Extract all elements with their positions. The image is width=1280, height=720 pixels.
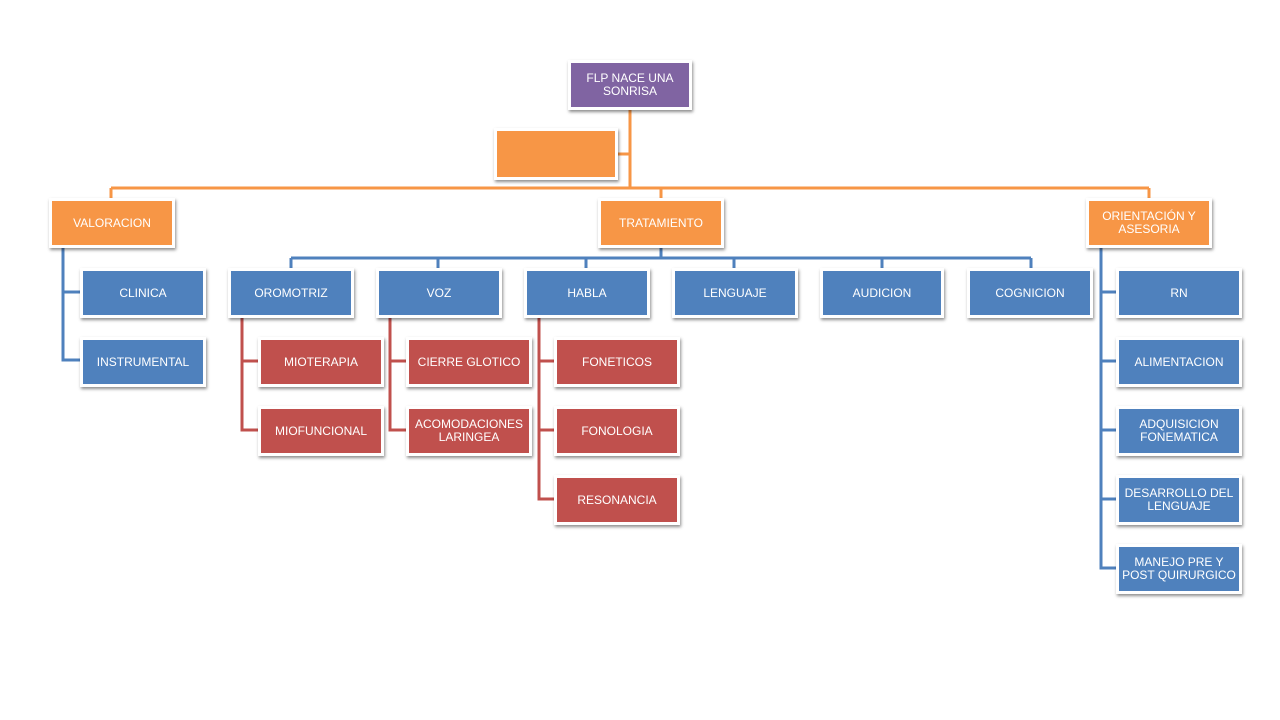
level2-connectors [61, 247, 1118, 570]
orientacion-node: ORIENTACIÓN Y ASESORIA [1086, 198, 1212, 248]
oromotriz-node: OROMOTRIZ [228, 268, 354, 318]
miofuncional-node: MIOFUNCIONAL [258, 406, 384, 456]
resonancia-node: RESONANCIA [554, 475, 680, 525]
clinica-node: CLINICA [80, 268, 206, 318]
valoracion-node: VALORACION [49, 198, 175, 248]
alimentacion-node: ALIMENTACION [1116, 337, 1242, 387]
voz-node: VOZ [376, 268, 502, 318]
foneticos-node: FONETICOS [554, 337, 680, 387]
manejo-pre-post-quirurgico-node: MANEJO PRE Y POST QUIRURGICO [1116, 544, 1242, 594]
desarrollo-del-lenguaje-node: DESARROLLO DEL LENGUAJE [1116, 475, 1242, 525]
adquisicion-fonematica-node: ADQUISICION FONEMATICA [1116, 406, 1242, 456]
assistant-node [494, 128, 618, 180]
rn-node: RN [1116, 268, 1242, 318]
lenguaje-node: LENGUAJE [672, 268, 798, 318]
level1-connectors [109, 110, 1151, 198]
cognicion-node: COGNICION [967, 268, 1093, 318]
mioterapia-node: MIOTERAPIA [258, 337, 384, 387]
habla-node: HABLA [524, 268, 650, 318]
tratamiento-node: TRATAMIENTO [598, 198, 724, 248]
cierre-glotico-node: CIERRE GLOTICO [406, 337, 532, 387]
audicion-node: AUDICION [820, 268, 944, 318]
level3-connectors [240, 317, 556, 501]
fonologia-node: FONOLOGIA [554, 406, 680, 456]
acomodaciones-laringea-node: ACOMODACIONES LARINGEA [406, 406, 532, 456]
root-node: FLP NACE UNA SONRISA [568, 60, 692, 110]
instrumental-node: INSTRUMENTAL [80, 337, 206, 387]
